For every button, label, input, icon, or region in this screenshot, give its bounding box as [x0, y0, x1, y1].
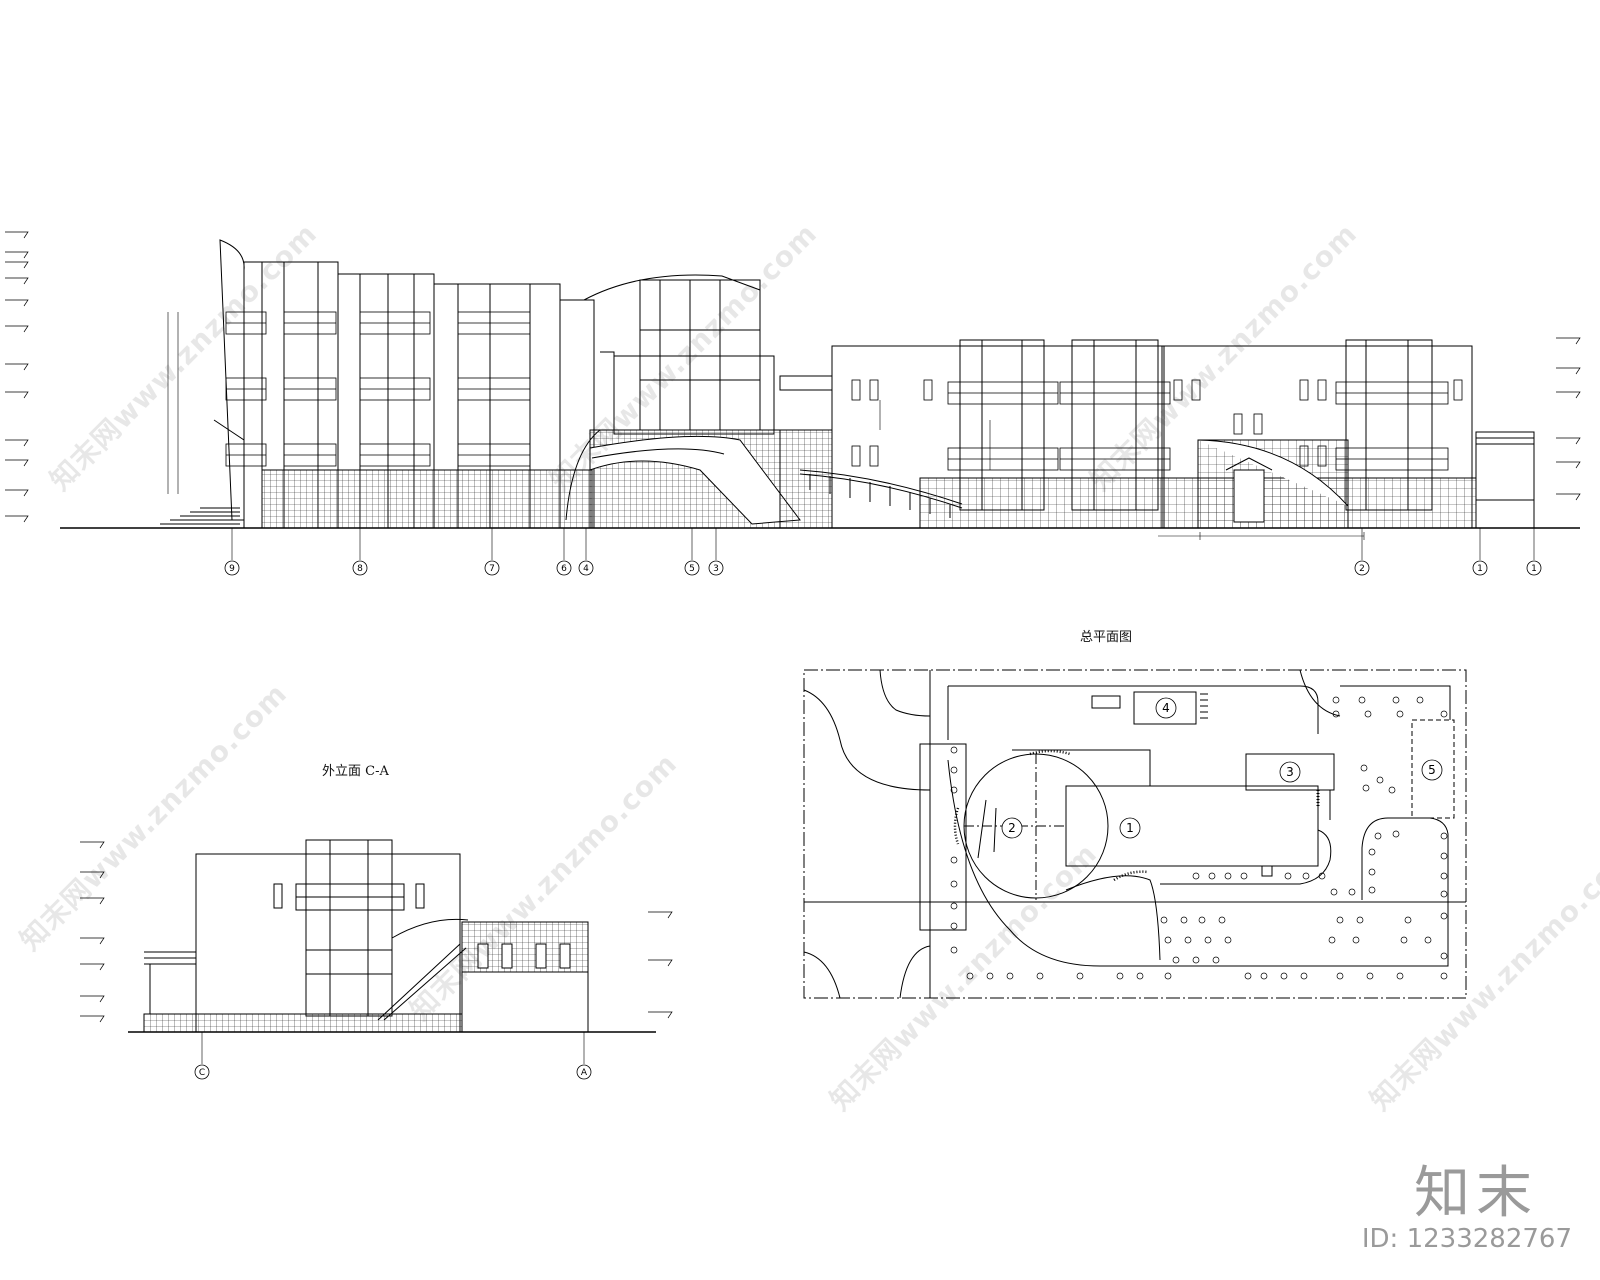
- axis-label: 9: [229, 564, 235, 574]
- side-axis-bubbles: [194, 1064, 592, 1080]
- axis-label: C: [199, 1068, 205, 1078]
- axis-label: 8: [357, 564, 363, 574]
- axis-label: 6: [561, 564, 567, 574]
- level-marks-left: [5, 231, 29, 523]
- site-plan: [803, 669, 1467, 999]
- site-trees: [950, 696, 1448, 980]
- brand-logo: 知末: [1414, 1161, 1538, 1226]
- axis-label: 1: [1477, 564, 1483, 574]
- site-building-labels: 1 2 3 4 5: [1008, 701, 1436, 835]
- building-label: 3: [1286, 765, 1294, 779]
- axis-label: 3: [713, 564, 719, 574]
- axis-label: 4: [583, 564, 589, 574]
- axis-label: 1: [1531, 564, 1537, 574]
- level-marks-right: [1556, 337, 1581, 501]
- building-label: 5: [1428, 763, 1436, 777]
- main-axis-bubbles: [224, 560, 1542, 576]
- main-axis-labels: 9 8 7 6 4 5 3 2 1 1: [229, 564, 1537, 574]
- axis-label: 2: [1359, 564, 1365, 574]
- site-plan-title: 总平面图: [1080, 630, 1133, 645]
- building-label: 1: [1126, 821, 1134, 835]
- building-label: 4: [1162, 701, 1170, 715]
- side-elevation: [80, 839, 673, 1064]
- axis-label: A: [581, 1068, 588, 1078]
- main-elevation: [5, 231, 1581, 560]
- side-axis-labels: C A: [199, 1068, 588, 1078]
- building-label: 2: [1008, 821, 1016, 835]
- axis-label: 5: [689, 564, 695, 574]
- side-elevation-title: 外立面 C-A: [322, 764, 389, 779]
- axis-label: 7: [489, 564, 495, 574]
- image-id: ID: 1233282767: [1361, 1224, 1572, 1254]
- site-building-bubbles: [1001, 697, 1443, 839]
